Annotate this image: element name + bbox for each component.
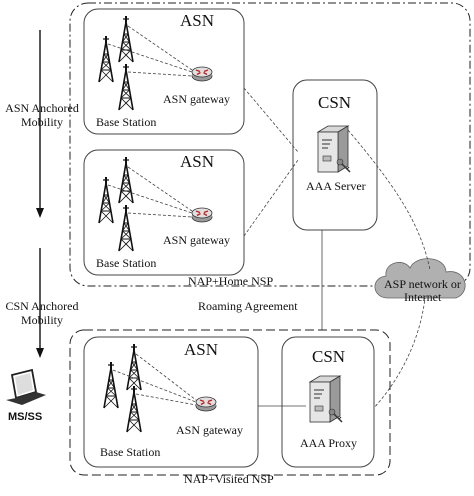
csn-mobility-arrow (36, 248, 44, 358)
asn-visited-title: ASN (184, 340, 219, 359)
home-nsp-group (69, 2, 471, 287)
cloud-links (347, 129, 431, 411)
asn-mobility-line1: ASN Anchored (5, 101, 79, 115)
visited-nsp-label: NAP+Visited NSP (184, 472, 274, 486)
asn-mobility-line2: Mobility (20, 115, 63, 129)
asn-top-bs-label: Base Station (96, 115, 157, 129)
cloud-icon (374, 258, 466, 299)
server-icon (317, 125, 351, 173)
asn-visited-gateway-label: ASN gateway (176, 423, 243, 437)
asn-mid-title: ASN (180, 152, 215, 171)
cloud-label-line2: Internet (404, 290, 442, 304)
asn-top-title: ASN (180, 11, 215, 30)
asn-mid-bs-label: Base Station (96, 256, 157, 270)
home-links (243, 87, 299, 237)
asn-visited-bs-label: Base Station (100, 445, 161, 459)
roaming-agreement-label: Roaming Agreement (198, 299, 298, 313)
asn-visited-links (112, 353, 197, 406)
asn-mobility-arrow (36, 30, 44, 218)
terminal-label: MS/SS (8, 411, 43, 423)
csn-mobility-label: CSN Anchored Mobility (0, 299, 84, 327)
asn-mid-gateway-label: ASN gateway (163, 233, 230, 247)
aaa-proxy-label: AAA Proxy (300, 436, 358, 450)
visited-nsp-group (69, 329, 391, 476)
asn-top-links (107, 25, 193, 77)
router-icon (191, 207, 213, 223)
asn-visited-box (83, 336, 259, 468)
csn-mobility-line2: Mobility (20, 313, 63, 327)
router-icon (195, 396, 217, 412)
asn-top-gateway-label: ASN gateway (163, 92, 230, 106)
router-icon (191, 66, 213, 82)
laptop-icon (6, 368, 46, 405)
csn-visited-title: CSN (312, 347, 346, 366)
cloud-label-line1: ASP network or (384, 277, 461, 291)
csn-mobility-line1: CSN Anchored (5, 299, 79, 313)
csn-home-title: CSN (318, 93, 352, 112)
server-icon (309, 375, 343, 423)
aaa-server-label: AAA Server (306, 179, 366, 193)
asn-mid-links (107, 166, 193, 218)
asn-mobility-label: ASN Anchored Mobility (0, 101, 84, 129)
home-nsp-label: NAP+Home NSP (188, 274, 274, 288)
